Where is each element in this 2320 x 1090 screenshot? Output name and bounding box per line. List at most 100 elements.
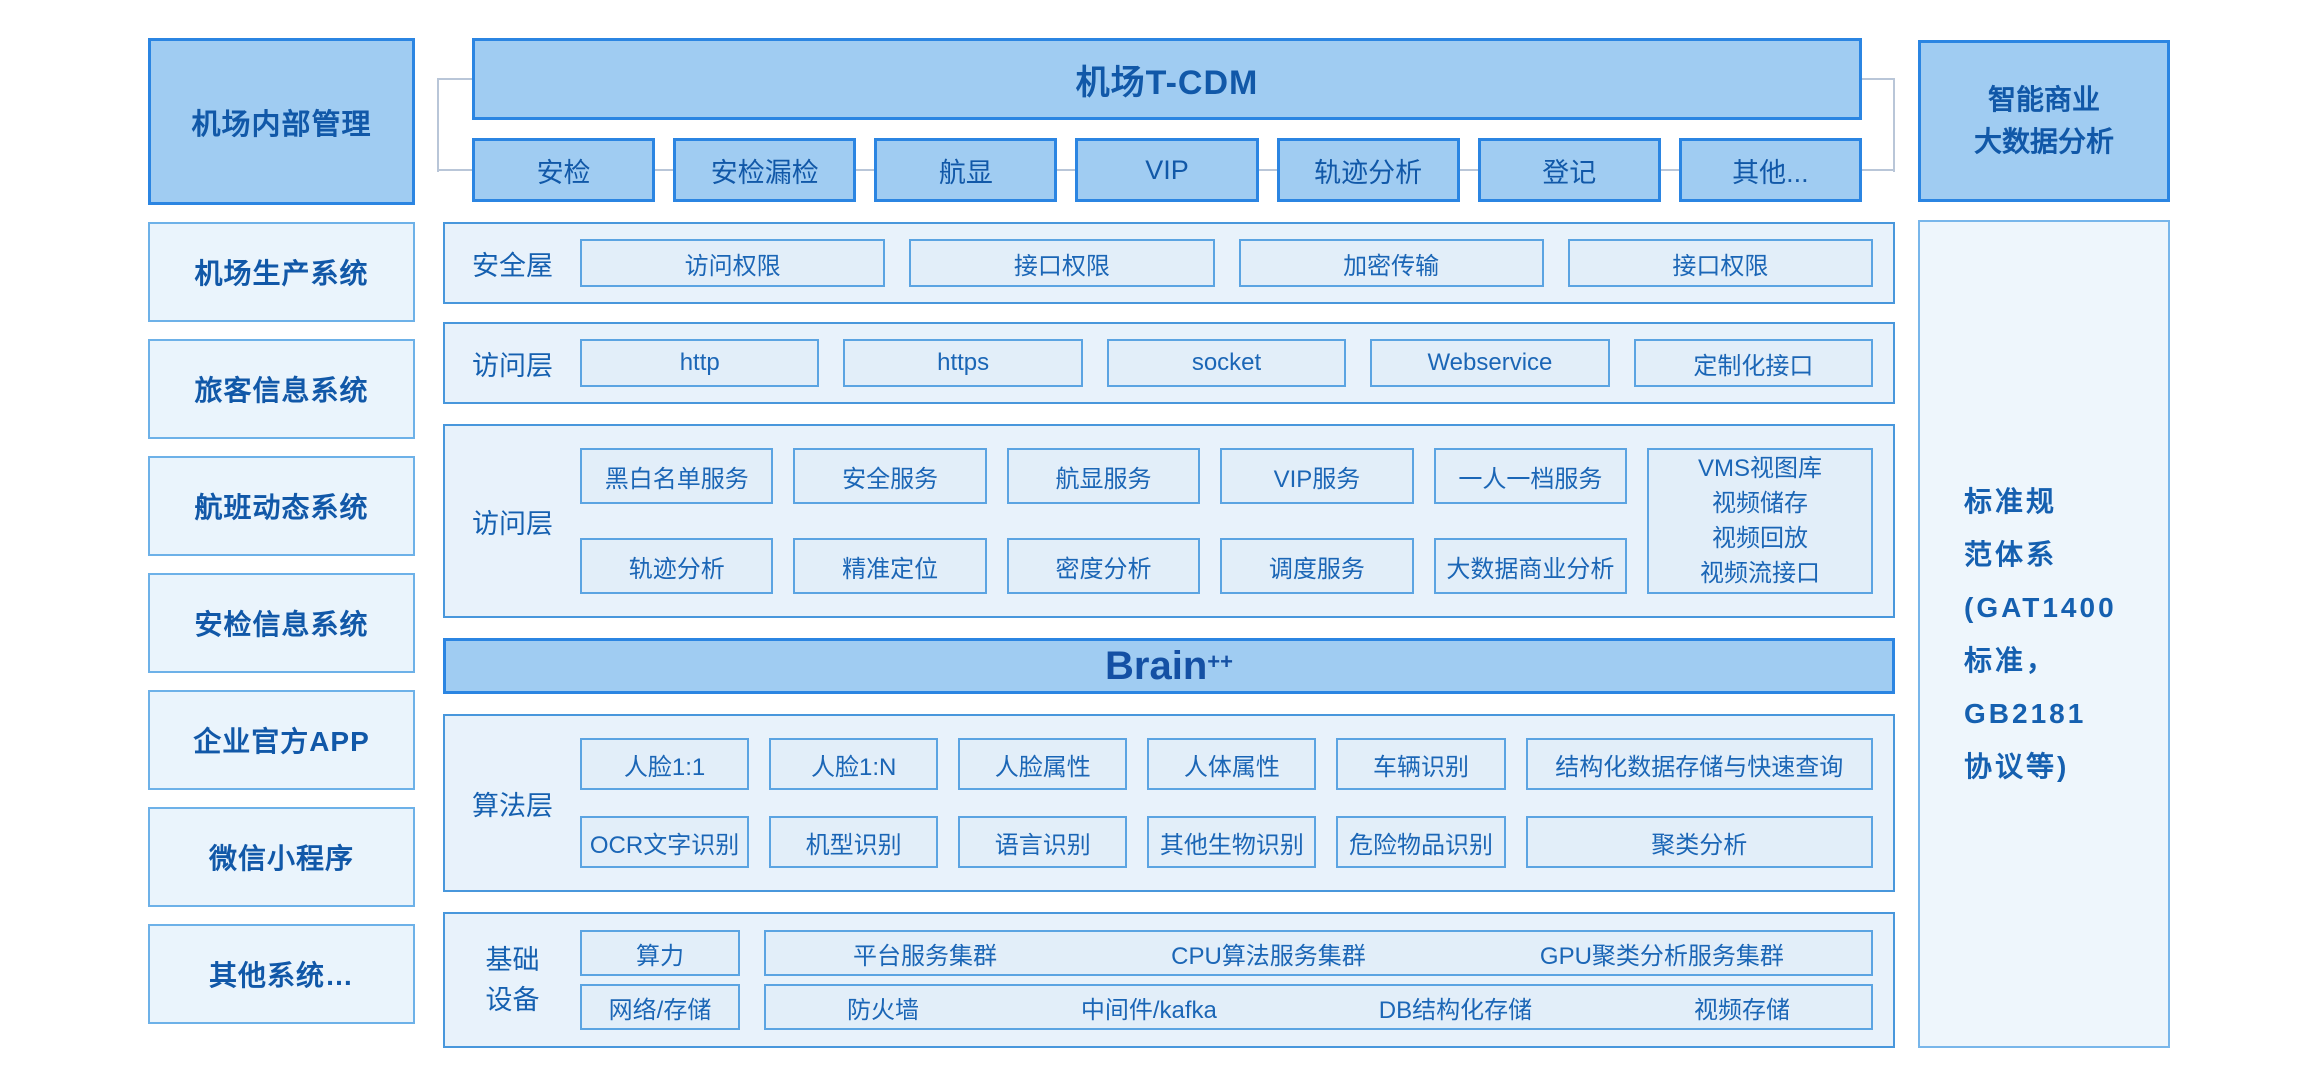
security-room-item: 访问权限 <box>580 239 886 287</box>
network-component-label: 防火墙 <box>846 996 919 1024</box>
algorithm-item: 人脸1:N <box>769 738 939 790</box>
infrastructure-label: 基础设备 <box>445 914 580 1046</box>
algorithm-item: 人体属性 <box>1147 738 1317 790</box>
sidebar-system-box: 安检信息系统 <box>148 573 415 673</box>
sidebar-system-box: 航班动态系统 <box>148 456 415 556</box>
access-protocol-item: http <box>580 339 820 387</box>
algorithm-item: OCR文字识别 <box>580 816 750 868</box>
brain-plus-plus-banner: Brain++ <box>443 638 1895 694</box>
service-layer-bottom-row: 轨迹分析精准定位密度分析调度服务大数据商业分析 <box>580 538 1628 594</box>
algorithm-item: 语言识别 <box>958 816 1128 868</box>
service-item: 安全服务 <box>793 448 987 504</box>
service-item: 一人一档服务 <box>1433 448 1628 504</box>
vms-video-box: VMS视图库视频储存视频回放视频流接口 <box>1647 448 1873 594</box>
sidebar-system-box: 其他系统… <box>148 924 415 1024</box>
right-bracket-vertical-line <box>1893 78 1895 172</box>
left-bracket-vertical-line <box>437 78 439 172</box>
infrastructure-label-text: 基础设备 <box>485 945 540 1015</box>
right-bracket-top-stub <box>1860 78 1895 80</box>
algorithm-item: 人脸1:1 <box>580 738 750 790</box>
standards-line: 标准， <box>1964 645 2058 676</box>
algorithm-item: 车辆识别 <box>1336 738 1506 790</box>
algorithm-item: 机型识别 <box>769 816 939 868</box>
service-item: 航显服务 <box>1006 448 1201 504</box>
vms-line: 视频流接口 <box>1700 560 1820 587</box>
vms-line: VMS视图库 <box>1697 455 1822 482</box>
standards-line: 范体系 <box>1964 539 2058 570</box>
service-layer-row: 访问层 黑白名单服务安全服务航显服务 VIP服务一人一档服务 轨迹分析精准定位密度… <box>443 424 1895 618</box>
business-bigdata-box: 智能商业大数据分析 <box>1918 40 2170 202</box>
standards-line: GB2181 <box>1964 698 2087 729</box>
algorithm-item: 危险物品识别 <box>1336 816 1506 868</box>
security-room-item: 接口权限 <box>1567 239 1873 287</box>
service-item: VIP服务 <box>1220 448 1414 504</box>
network-component-label: 中间件/kafka <box>1080 996 1217 1024</box>
service-item: 大数据商业分析 <box>1433 538 1628 594</box>
left-bracket-top-stub <box>437 78 474 80</box>
access-protocol-item: Webservice <box>1370 339 1610 387</box>
service-item: 精准定位 <box>793 538 987 594</box>
right-bracket-bottom-stub <box>1860 169 1895 171</box>
cluster-label: GPU聚类分析服务集群 <box>1539 942 1784 970</box>
access-layer-label-text: 访问层 <box>472 350 553 381</box>
network-storage-box: 网络/存储 <box>580 984 740 1030</box>
tcdm-module-box: 航显 <box>874 138 1058 202</box>
algorithm-layer-label-text: 算法层 <box>472 790 553 821</box>
sidebar-system-box: 微信小程序 <box>148 807 415 907</box>
service-layer-label-text: 访问层 <box>472 508 553 539</box>
brain-label: Brain <box>1105 643 1208 688</box>
service-item: 轨迹分析 <box>580 538 774 594</box>
standards-line: 协议等) <box>1964 751 2070 782</box>
security-room-label-text: 安全屋 <box>472 250 553 281</box>
algorithm-item: 聚类分析 <box>1525 816 1873 868</box>
service-layer-grid: 黑白名单服务安全服务航显服务 VIP服务一人一档服务 轨迹分析精准定位密度分析调度… <box>580 448 1628 594</box>
standards-line: (GAT1400 <box>1964 592 2117 623</box>
network-component-label: DB结构化存储 <box>1378 996 1533 1024</box>
security-room-label: 安全屋 <box>445 224 580 302</box>
algorithm-item: 结构化数据存储与快速查询 <box>1525 738 1873 790</box>
sidebar-box-airport-internal-management: 机场内部管理 <box>148 38 415 205</box>
algorithm-layer-label: 算法层 <box>445 716 580 890</box>
service-item: 调度服务 <box>1220 538 1414 594</box>
tcdm-module-box: 登记 <box>1477 138 1661 202</box>
vms-line: 视频储存 <box>1712 490 1808 517</box>
access-protocol-item: https <box>843 339 1083 387</box>
standards-text-block: 标准规范体系 (GAT1400 标准， GB2181 协议等) <box>1920 475 2117 793</box>
service-layer-label: 访问层 <box>445 426 580 616</box>
tcdm-module-box: 其他... <box>1678 138 1862 202</box>
tcdm-banner-title: 机场T-CDM <box>1075 63 1259 102</box>
network-component-label: 视频存储 <box>1694 996 1791 1024</box>
standards-line: 标准规 <box>1964 486 2058 517</box>
cluster-label: CPU算法服务集群 <box>1171 942 1366 970</box>
sidebar-system-box: 旅客信息系统 <box>148 339 415 439</box>
tcdm-module-box: 安检 <box>472 138 656 202</box>
security-room-row: 安全屋 访问权限接口权限加密传输接口权限 <box>443 222 1895 304</box>
tcdm-module-box: 轨迹分析 <box>1276 138 1460 202</box>
service-layer-top-row: 黑白名单服务安全服务航显服务 VIP服务一人一档服务 <box>580 448 1628 504</box>
tcdm-module-box: VIP <box>1075 138 1259 202</box>
security-room-item: 加密传输 <box>1238 239 1544 287</box>
left-bracket-bottom-stub <box>437 169 474 171</box>
access-layer-label: 访问层 <box>445 324 580 402</box>
network-components-group-box: 防火墙 中间件/kafka DB结构化存储 视频存储 <box>764 984 1873 1030</box>
tcdm-banner: 机场T-CDM <box>472 38 1862 120</box>
infrastructure-bottom-row: 网络/存储 防火墙 中间件/kafka DB结构化存储 视频存储 <box>580 984 1873 1030</box>
brain-superscript: ++ <box>1207 649 1233 674</box>
service-item: 黑白名单服务 <box>580 448 774 504</box>
algorithm-item: 其他生物识别 <box>1147 816 1317 868</box>
standards-spec-box: 标准规范体系 (GAT1400 标准， GB2181 协议等) <box>1918 220 2170 1048</box>
compute-power-box: 算力 <box>580 930 740 976</box>
vms-line: 视频回放 <box>1712 525 1808 552</box>
